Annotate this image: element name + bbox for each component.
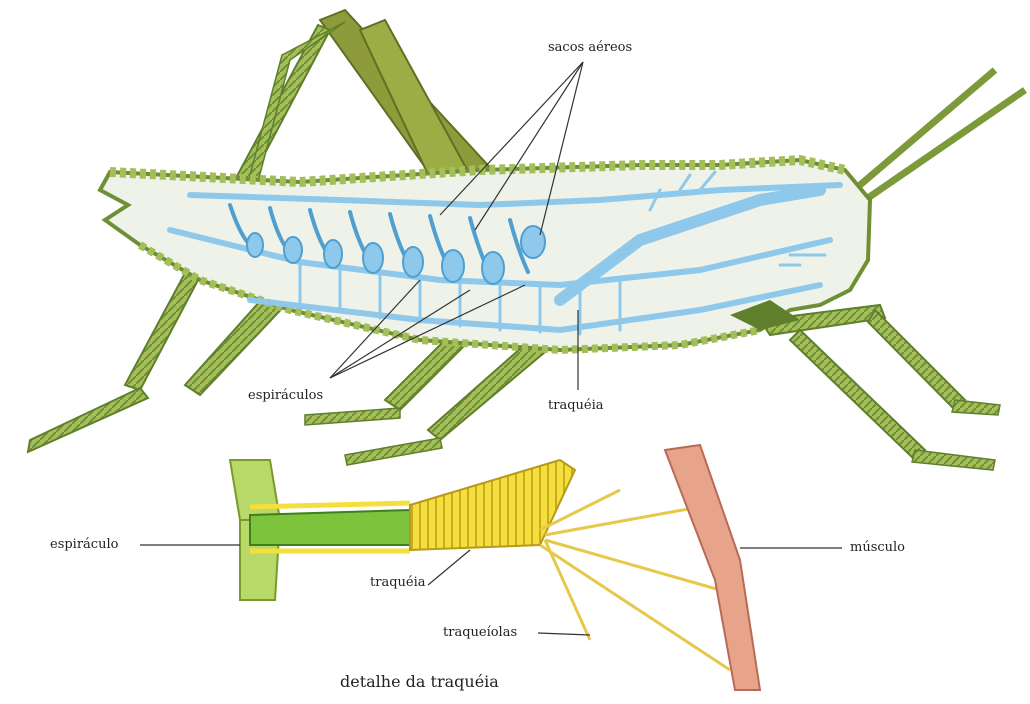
label-sacos-aereos: sacos aéreos	[548, 40, 632, 55]
caption: detalhe da traquéia	[340, 672, 499, 691]
label-espiraculo: espiráculo	[50, 537, 118, 552]
label-traqueia-detail: traquéia	[370, 575, 426, 590]
muscle	[665, 445, 760, 690]
front-legs	[760, 305, 1000, 470]
label-espiraculos: espiráculos	[248, 388, 323, 403]
label-musculo: músculo	[850, 540, 905, 555]
antennae	[860, 70, 1025, 200]
label-traqueia-body: traquéia	[548, 398, 604, 413]
label-traqueiolas: traqueíolas	[443, 625, 517, 640]
